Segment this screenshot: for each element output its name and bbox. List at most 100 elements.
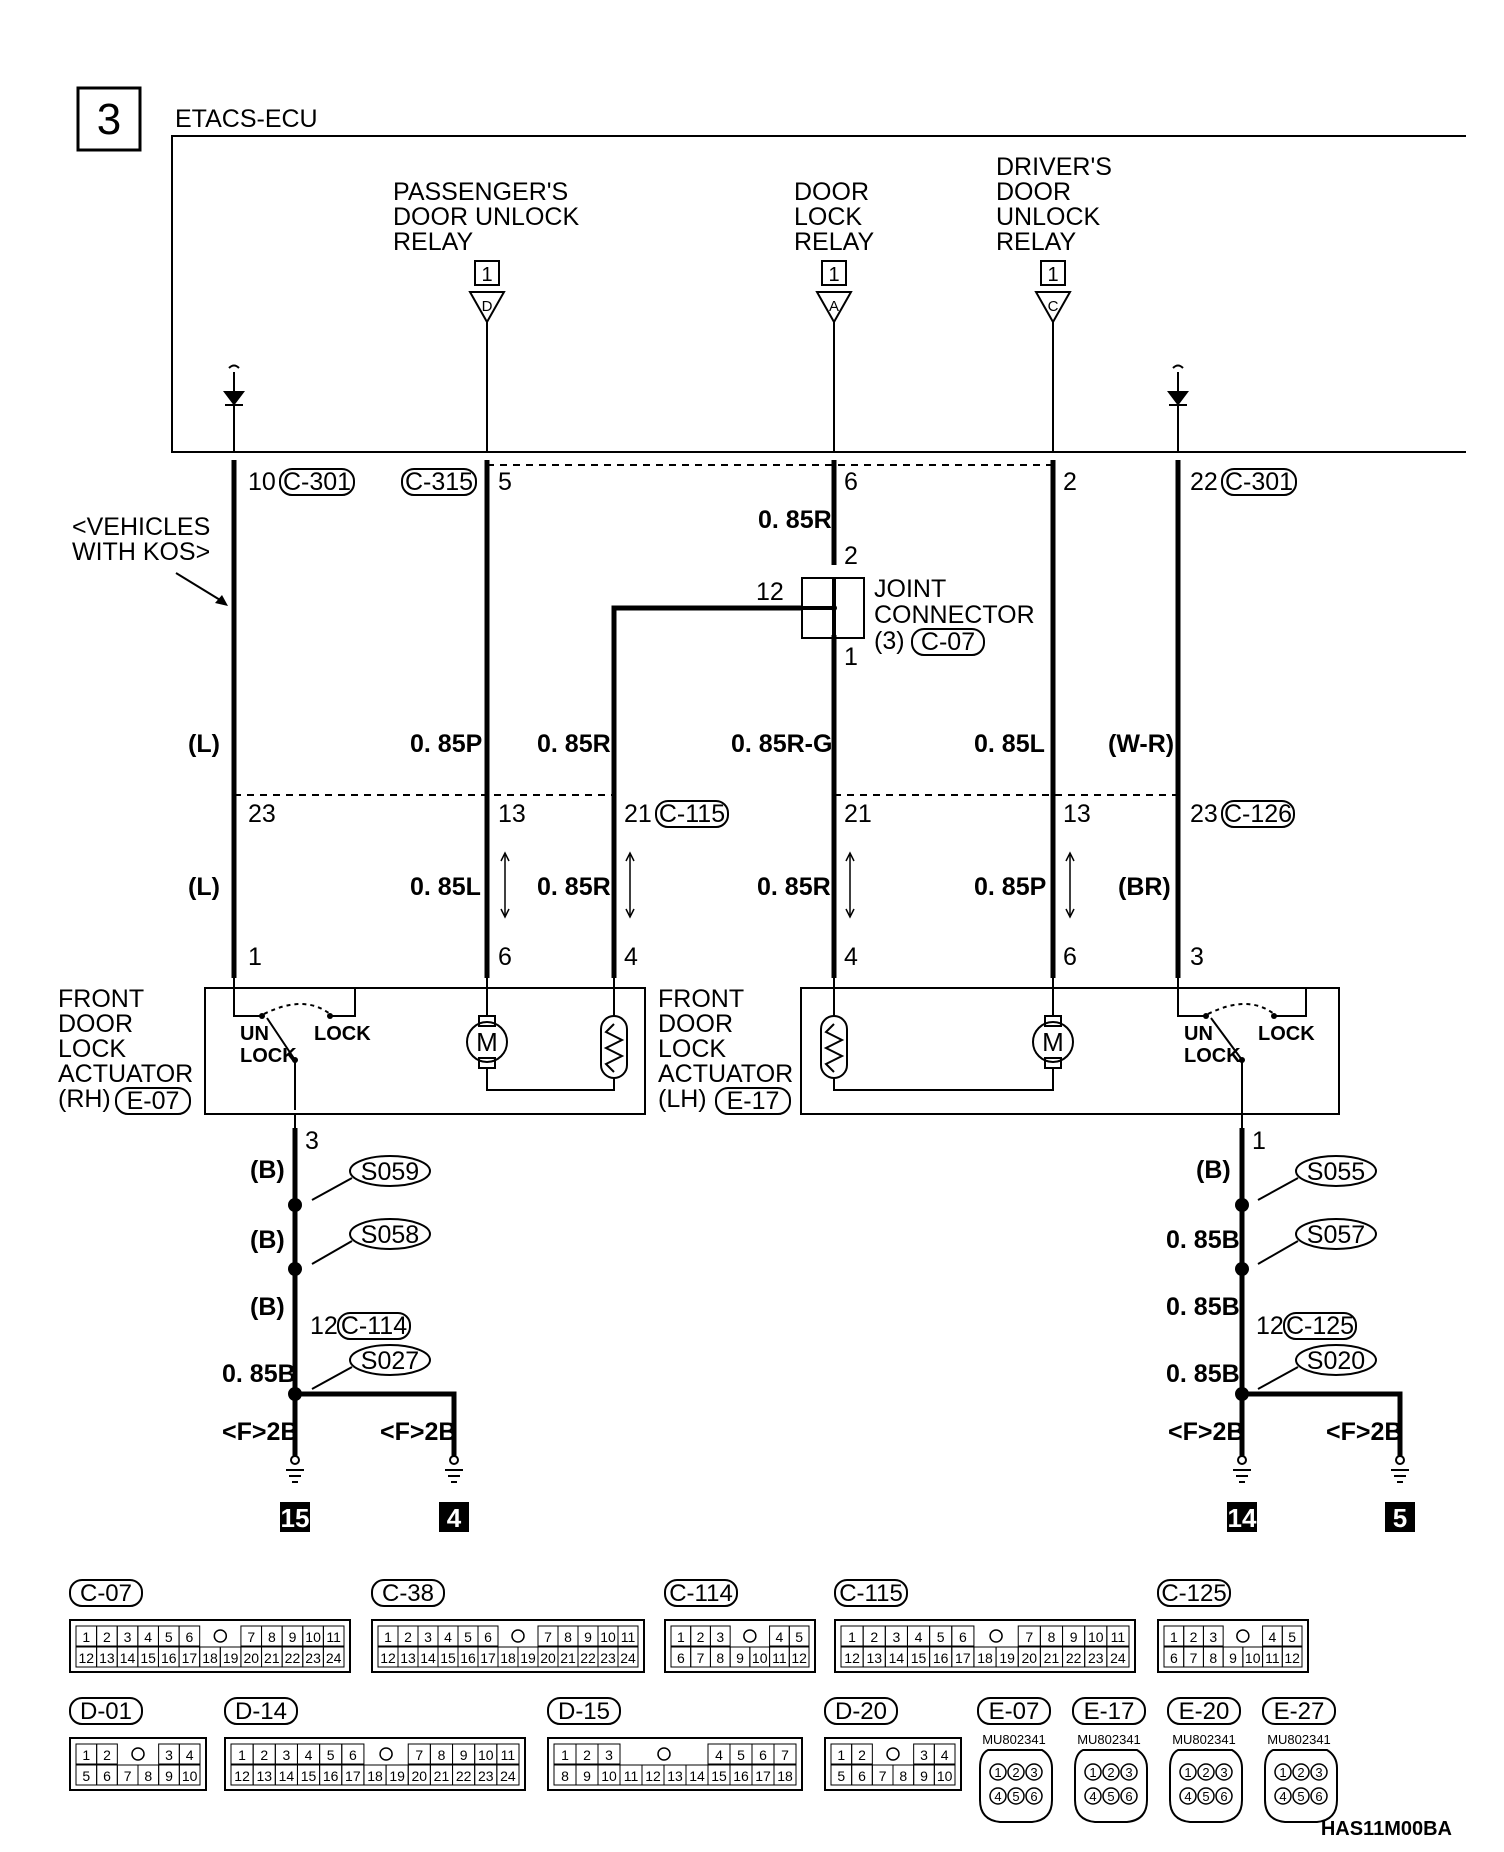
connector-code-label: C-125 [1161,1580,1226,1607]
connector-e07-label: E-07 [127,1087,180,1115]
svg-text:LOCK: LOCK [794,203,862,231]
svg-text:D: D [482,298,493,315]
connector-pin: 6 [1220,1789,1227,1804]
connector-pin: 9 [583,1768,591,1784]
connector-code-label: C-38 [382,1580,434,1607]
connector-pin: 5 [165,1629,173,1645]
connector-pin: 17 [955,1650,971,1666]
connector-pin: 7 [415,1747,423,1763]
connector-pin: 4 [915,1629,923,1645]
connector-pin: 7 [124,1768,132,1784]
svg-text:12: 12 [1256,1312,1284,1340]
connector-pin: 5 [795,1629,803,1645]
svg-text:21: 21 [624,800,652,828]
connector-pin: 13 [866,1650,882,1666]
connector-pin: 2 [583,1747,591,1763]
actuator-rh: FRONT DOOR LOCK ACTUATOR (RH) E-07 UN LO… [58,978,646,1128]
svg-text:1: 1 [1252,1127,1266,1155]
connector-pin: 10 [752,1650,768,1666]
connector-code-label: C-07 [80,1580,132,1607]
svg-text:RELAY: RELAY [393,228,473,256]
svg-text:(W-R): (W-R) [1108,730,1174,758]
connector-pin: 2 [1202,1765,1209,1780]
connector-pin: 3 [1220,1765,1227,1780]
svg-text:LOCK: LOCK [1184,1045,1241,1067]
connector-c07: C-07 [921,628,975,656]
svg-text:0. 85R: 0. 85R [758,506,832,534]
connector-pin: 13 [667,1768,683,1784]
svg-text:4: 4 [624,943,638,971]
svg-text:1: 1 [828,264,839,286]
connector-code-label: D-20 [835,1698,887,1725]
connector-c301-left: C-301 [283,468,351,496]
svg-text:0. 85P: 0. 85P [974,873,1046,901]
connector-pin: 24 [326,1650,342,1666]
connector-pin: 7 [697,1650,705,1666]
svg-text:(LH): (LH) [658,1085,707,1113]
svg-text:0. 85B: 0. 85B [222,1360,296,1388]
connector-c114-label: C-114 [341,1312,407,1340]
connector-pin: 11 [624,1768,639,1784]
svg-text:WITH KOS>: WITH KOS> [72,538,210,566]
connector-pin: 4 [1089,1789,1096,1804]
connector-pin: 1 [1184,1765,1191,1780]
connector-pin: 23 [305,1650,321,1666]
connector-pin: 5 [1202,1789,1209,1804]
connector-pin: 19 [389,1768,405,1784]
connector-pin: 21 [560,1650,576,1666]
connector-pin: 23 [600,1650,616,1666]
latch-icon [743,1629,757,1643]
svg-text:FRONT: FRONT [658,985,744,1013]
svg-text:(B): (B) [1196,1156,1231,1184]
connector-pin: 10 [937,1768,953,1784]
connector-pin: 9 [1229,1650,1237,1666]
connector-pin: 23 [478,1768,494,1784]
ecu-label: ETACS-ECU [175,105,318,133]
svg-text:(L): (L) [188,873,220,901]
connector-pin: 5 [327,1747,335,1763]
connector-c315: C-315 [405,468,473,496]
svg-text:M: M [476,1027,498,1057]
connector-pin: 15 [301,1768,317,1784]
connector-pin: 22 [456,1768,472,1784]
svg-text:13: 13 [1063,800,1091,828]
svg-text:LOCK: LOCK [1258,1023,1315,1045]
svg-text:C: C [1048,298,1059,315]
connector-pin: 19 [223,1650,239,1666]
connector-pin: 12 [791,1650,807,1666]
connector-pin: 11 [326,1629,341,1645]
svg-text:(RH): (RH) [58,1085,111,1113]
connector-pin: 20 [243,1650,259,1666]
connector-pin: 3 [1315,1765,1322,1780]
svg-text:0. 85R: 0. 85R [757,873,831,901]
connector-pin: 14 [279,1768,295,1784]
connector-pin: 18 [202,1650,218,1666]
kos-note: <VEHICLES [72,513,210,541]
ground-ref-14: 14 [1228,1503,1257,1533]
connector-code-label: C-114 [669,1580,733,1607]
svg-text:M: M [1042,1027,1064,1057]
svg-text:UNLOCK: UNLOCK [996,203,1101,231]
connector-pin: 2 [858,1747,866,1763]
motor-lh-icon: M [1032,1015,1074,1069]
ground-circuit-left: 3 (B) (B) (B) S059 S058 12 C-114 S027 0.… [222,1127,469,1533]
connector-pin: 8 [564,1629,572,1645]
connector-pin: 1 [848,1629,856,1645]
latch-icon [657,1747,671,1761]
svg-text:JOINT: JOINT [874,575,946,603]
svg-text:12: 12 [756,578,784,606]
connector-e17-label: E-17 [727,1087,780,1115]
svg-text:DOOR UNLOCK: DOOR UNLOCK [393,203,579,231]
latch-icon [886,1747,900,1761]
actuator-lh: FRONT DOOR LOCK ACTUATOR (LH) E-17 UN LO… [658,978,1340,1128]
connector-pin: 1 [238,1747,246,1763]
ground-symbol-right-icon [1233,1455,1409,1483]
connector-pin: 20 [412,1768,428,1784]
